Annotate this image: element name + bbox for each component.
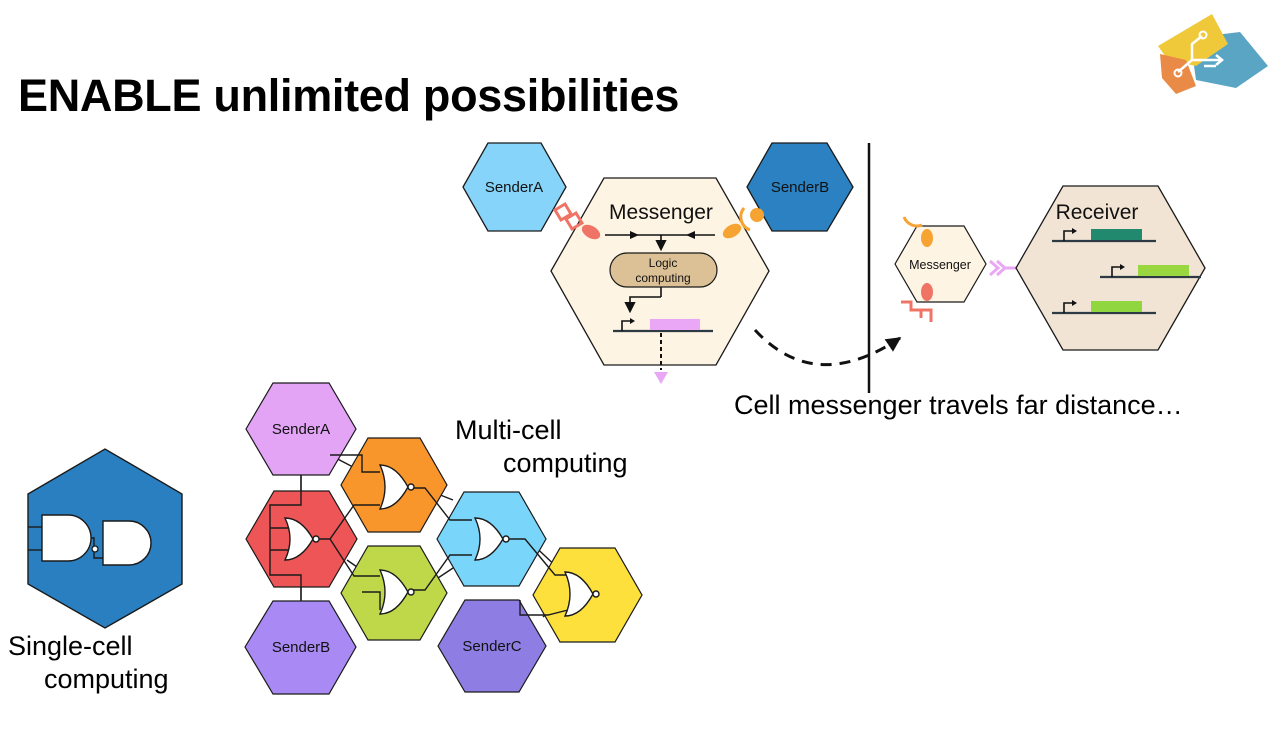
multicell-panel: SenderA SenderB SenderC (244, 382, 643, 695)
receiver-gene-1 (1052, 228, 1156, 243)
slide-title: ENABLE unlimited possibilities (18, 70, 680, 121)
small-messenger-label: Messenger (909, 258, 971, 272)
nor-gate-sky-icon (473, 517, 504, 561)
multicell-sender-a-label: SenderA (272, 421, 330, 438)
and-gate-2-icon (102, 520, 152, 566)
multicell-caption-line2: computing (503, 448, 628, 478)
logic-line1: Logic (649, 256, 678, 270)
multicell-sender-a-hex (245, 382, 357, 476)
multicell-sender-c-label: SenderC (462, 638, 521, 655)
nor-gate-yellow-icon (563, 571, 594, 617)
receptor-a-icon (552, 201, 601, 240)
sender-b-hex (746, 142, 854, 232)
sender-b-label: SenderB (771, 179, 829, 196)
travel-caption: Cell messenger travels far distance… (734, 390, 1183, 420)
network-logo-icon (1158, 14, 1268, 94)
multicell-sender-b-label: SenderB (272, 639, 330, 656)
multicell-caption-line1: Multi-cell (455, 415, 562, 445)
singlecell-panel (27, 448, 183, 629)
multicell-sender-b-hex (244, 600, 357, 695)
logic-computing-box (609, 252, 718, 288)
messenger-label: Messenger (609, 201, 713, 224)
multicell-sender-c-hex (437, 599, 547, 693)
receiver-panel: Messenger Receiver (894, 185, 1206, 351)
receptor-b-icon (722, 207, 764, 239)
small-receptor-orange-icon (902, 216, 933, 247)
sender-a-hex (462, 142, 567, 232)
singlecell-caption: Single-cell computing (8, 630, 188, 696)
gene-construct (613, 318, 713, 384)
singlecell-caption-line1: Single-cell (8, 631, 133, 661)
receiver-label: Receiver (1056, 201, 1139, 224)
small-receptor-red-icon (901, 283, 933, 322)
receiver-gene-3 (1052, 300, 1156, 315)
travel-arrow (753, 328, 902, 366)
logic-line2: computing (635, 271, 690, 285)
nor-gate-orange-icon (378, 464, 409, 510)
receiver-gene-2 (1100, 264, 1201, 279)
sender-a-label: SenderA (485, 179, 543, 196)
nor-gate-lime-icon (378, 569, 409, 615)
messenger-panel: SenderA SenderB Messenger Logic computin… (462, 142, 854, 384)
nor-gate-red-icon (283, 517, 314, 561)
multicell-caption: Multi-cell computing (455, 414, 628, 480)
singlecell-caption-line2: computing (44, 664, 169, 694)
and-gate-1-icon (41, 514, 92, 562)
